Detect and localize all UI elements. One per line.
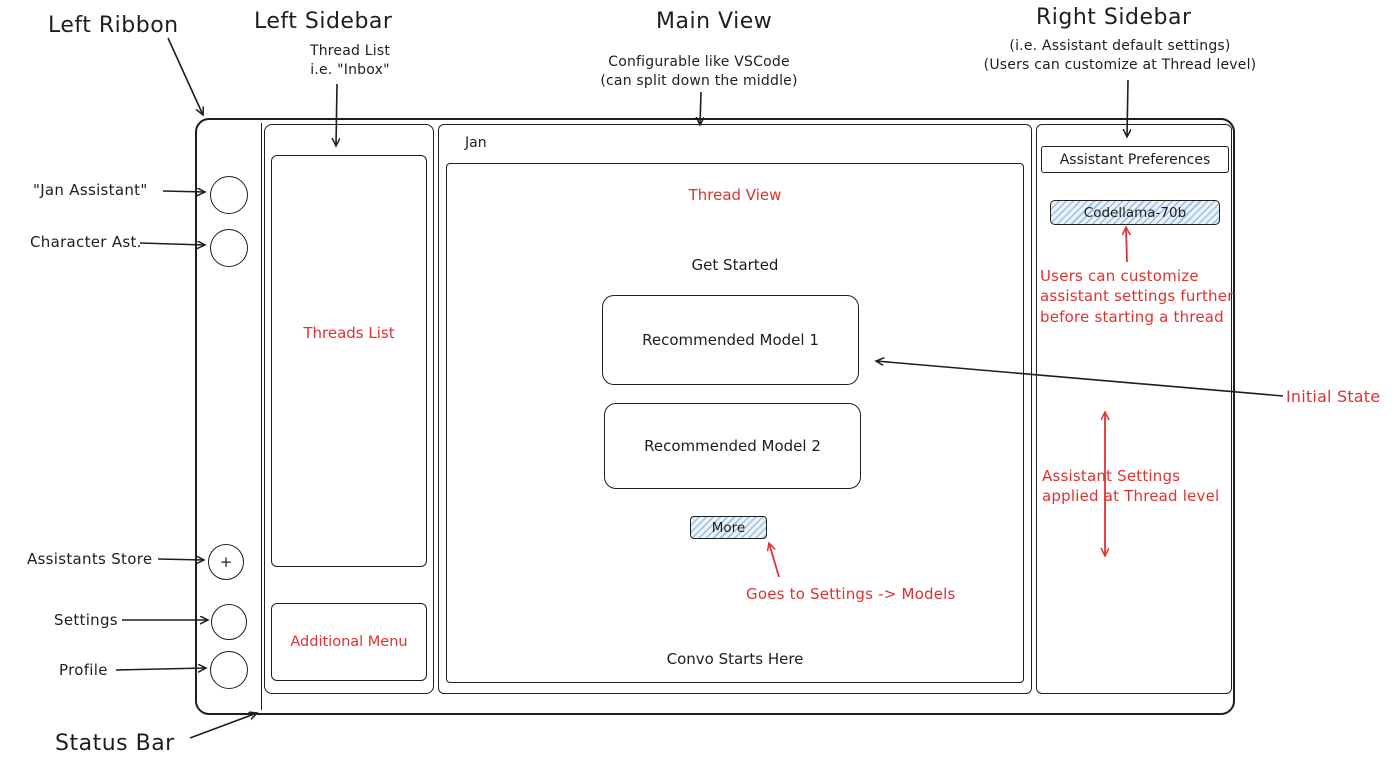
assistants-store-label: Assistants Store [27,550,153,568]
status-bar-label: Status Bar [55,731,175,756]
threads-list-text: Threads List [303,324,395,342]
left-sidebar-label: Left Sidebar [254,9,393,34]
left-sidebar-panel: Threads List Additional Menu [264,124,434,694]
more-button[interactable]: More [690,516,767,539]
settings-button[interactable] [211,604,247,640]
settings-label: Settings [54,611,118,629]
character-assistant-avatar[interactable] [210,229,248,267]
thread-view-panel: Thread View Get Started Recommended Mode… [446,163,1024,683]
settings-models-note: Goes to Settings -> Models [746,585,956,603]
jan-assistant-avatar[interactable] [210,176,248,214]
window-title: Jan [465,135,487,151]
main-view-sublabel: Configurable like VSCode (can split down… [600,54,798,89]
left-ribbon-arrow [167,37,203,115]
ribbon-divider [261,123,262,710]
app-window: + Threads List Additional Menu Jan Threa… [195,118,1235,715]
right-sidebar-label: Right Sidebar [1036,5,1192,30]
get-started-text: Get Started [691,256,779,274]
plus-icon: + [219,553,233,571]
character-ast-label: Character Ast. [30,233,142,251]
thread-level-note: Assistant Settings applied at Thread lev… [1042,467,1220,506]
additional-menu-panel[interactable]: Additional Menu [271,603,427,681]
initial-state-note: Initial State [1286,387,1381,406]
left-sidebar-sublabel: Thread List i.e. "Inbox" [309,43,391,78]
additional-menu-text: Additional Menu [290,634,408,650]
jan-assistant-label: "Jan Assistant" [33,181,148,199]
recommended-model-2-card[interactable]: Recommended Model 2 [604,403,861,489]
customize-note: Users can customize assistant settings f… [1040,267,1234,326]
main-view-panel: Jan Thread View Get Started Recommended … [438,124,1032,694]
right-sidebar-sublabel: (i.e. Assistant default settings) (Users… [983,38,1257,73]
assistants-store-button[interactable]: + [208,544,244,580]
status-bar [199,694,1231,713]
left-ribbon-label: Left Ribbon [48,13,179,38]
profile-arrow [115,668,206,670]
status-bar-arrow [189,713,257,739]
assistant-preferences-header: Assistant Preferences [1041,146,1229,173]
profile-button[interactable] [210,651,248,689]
main-view-label: Main View [656,9,773,34]
thread-view-text: Thread View [688,186,782,204]
profile-label: Profile [59,661,108,679]
convo-starts-text: Convo Starts Here [666,650,804,668]
threads-list-panel[interactable]: Threads List [271,155,427,567]
recommended-model-1-card[interactable]: Recommended Model 1 [602,295,859,385]
model-chip[interactable]: Codellama-70b [1050,200,1220,225]
right-sidebar-panel: Assistant Preferences Codellama-70b [1036,124,1232,694]
